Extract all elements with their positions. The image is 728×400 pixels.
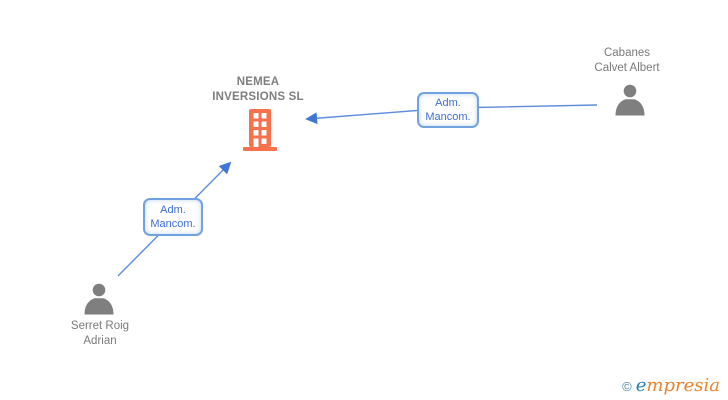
copyright-icon: © [622,379,632,394]
empresia-logo[interactable]: © empresia [622,377,720,395]
person-icon [84,283,114,315]
person-name-line1: Cabanes [603,47,651,59]
relation-label-line1: Adm. [160,204,186,216]
person-label-cabanes[interactable]: Cabanes Calvet Albert [527,46,727,76]
person-node-cabanes[interactable] [612,82,648,123]
brand-initial: e [635,375,647,396]
company-node[interactable] [242,109,278,156]
person-icon [615,84,645,116]
building-icon [243,109,277,151]
company-name-line1: NEMEA [236,76,280,88]
person-name-line2: Adrian [83,335,117,347]
brand-rest: mpresia [646,375,720,396]
person-name-line1: Serret Roig [70,320,130,332]
company-name-line2: INVERSIONS SL [212,91,304,103]
person-label-serret[interactable]: Serret Roig Adrian [0,319,200,349]
relation-label-line2: Mancom. [150,218,196,230]
relation-box-serret[interactable]: Adm. Mancom. [143,198,203,236]
person-node-serret[interactable] [81,281,117,322]
relation-box-cabanes[interactable]: Adm. Mancom. [417,92,479,128]
company-label[interactable]: NEMEA INVERSIONS SL [158,75,358,105]
relation-label-line1: Adm. [435,97,461,109]
relation-label-line2: Mancom. [425,111,471,123]
person-name-line2: Calvet Albert [594,62,660,74]
brand-wordmark: empresia [636,377,720,395]
